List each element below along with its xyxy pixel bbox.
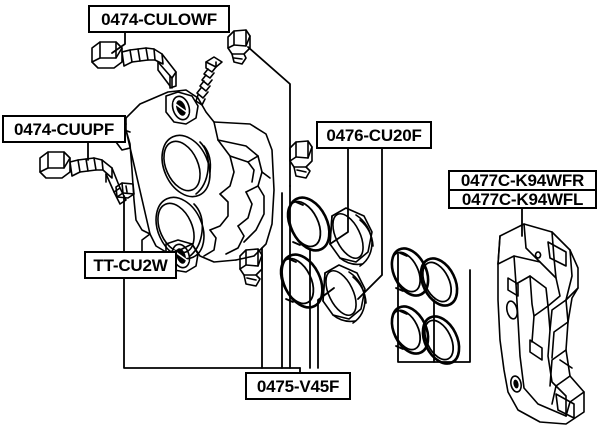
label-text: TT-CU2W bbox=[93, 255, 168, 275]
label-0477c-k94wfl[interactable]: 0477C-K94WFL bbox=[450, 189, 595, 208]
caliper-body-art bbox=[115, 89, 275, 273]
label-text: 0474-CULOWF bbox=[101, 9, 217, 29]
pin-boot-top-art bbox=[227, 29, 251, 65]
guide-pin-bolt-upper-art bbox=[39, 151, 127, 205]
label-text: 0475-V45F bbox=[256, 376, 340, 396]
bleeder-screw-art bbox=[195, 56, 223, 106]
piston-seal-lower-art bbox=[279, 253, 324, 309]
label-0476-cu20f[interactable]: 0476-CU20F bbox=[316, 121, 432, 149]
guide-pin-bolt-lower-art bbox=[91, 41, 177, 89]
label-text: 0474-CUUPF bbox=[13, 119, 115, 139]
label-0474-culowf[interactable]: 0474-CULOWF bbox=[88, 5, 230, 33]
label-0477c-k94w-stack[interactable]: 0477C-K94WFR 0477C-K94WFL bbox=[448, 170, 597, 209]
piston-lower-art bbox=[322, 264, 367, 324]
label-tt-cu2w[interactable]: TT-CU2W bbox=[84, 251, 177, 279]
label-0475-v45f[interactable]: 0475-V45F bbox=[245, 372, 351, 400]
label-0474-cuupf[interactable]: 0474-CUUPF bbox=[2, 115, 126, 143]
mounting-bracket-art bbox=[497, 223, 585, 425]
label-0477c-k94wfr[interactable]: 0477C-K94WFR bbox=[450, 172, 595, 189]
label-text: 0476-CU20F bbox=[326, 125, 422, 145]
retaining-ring-lower-art bbox=[421, 315, 461, 365]
pin-boot-lower-art bbox=[239, 248, 263, 287]
retaining-ring-upper-art bbox=[419, 257, 459, 307]
guide-pin-bushing-art bbox=[115, 182, 135, 199]
piston-upper-art bbox=[329, 207, 374, 267]
label-text: 0477C-K94WFL bbox=[461, 190, 584, 209]
piston-seal-upper-art bbox=[286, 196, 331, 252]
label-text: 0477C-K94WFR bbox=[460, 171, 585, 190]
pin-boot-upper-art bbox=[289, 140, 313, 179]
